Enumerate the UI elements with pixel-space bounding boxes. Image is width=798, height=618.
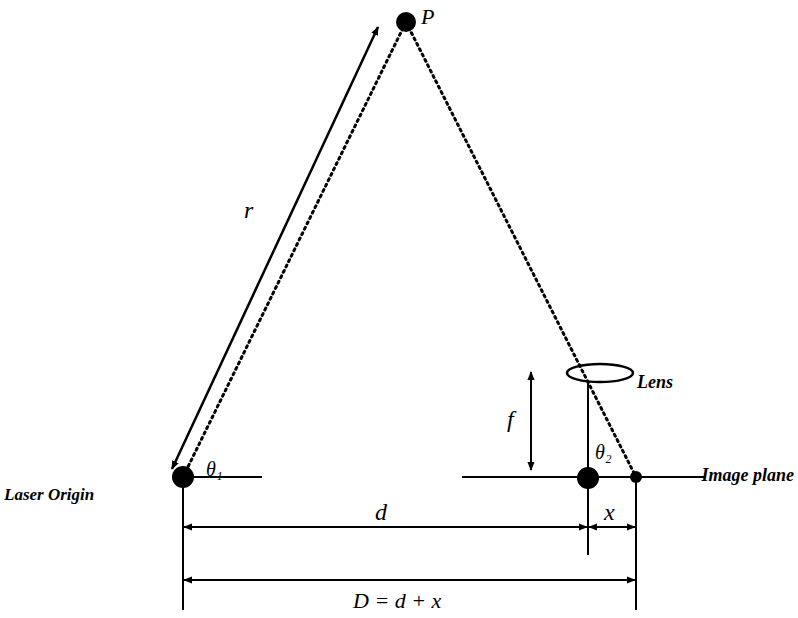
optical-axis	[587, 382, 589, 470]
distance-label: r	[244, 198, 253, 222]
distance-arrow	[172, 27, 378, 469]
focal-label: f	[507, 407, 514, 431]
focal-arrow	[530, 372, 532, 470]
dimension-label: D = d + x	[353, 590, 441, 612]
dimension-label: x	[604, 500, 615, 524]
dimension-arrow	[184, 579, 635, 581]
lens-symbol	[567, 364, 633, 382]
lens-center-dot	[577, 467, 599, 489]
dimension-tick	[182, 477, 184, 610]
dimension-label: d	[375, 500, 387, 524]
laser-origin-dot	[172, 466, 194, 488]
dimension-tick	[635, 477, 637, 610]
dimension-arrow	[184, 526, 587, 528]
target-point	[396, 12, 416, 32]
lens-label: Lens	[637, 373, 673, 391]
image-plane-label: Image plane	[702, 466, 795, 484]
dimension-tick	[587, 478, 589, 555]
angle-label: θ₁	[206, 459, 223, 479]
laser-ray	[183, 22, 406, 477]
image-point-dot	[630, 471, 642, 483]
point-label: P	[421, 6, 434, 28]
angle-label: θ₂	[595, 442, 612, 462]
laser-origin-label: Laser Origin	[4, 486, 94, 503]
reflected-ray	[406, 22, 636, 477]
dimension-arrow	[589, 526, 635, 528]
